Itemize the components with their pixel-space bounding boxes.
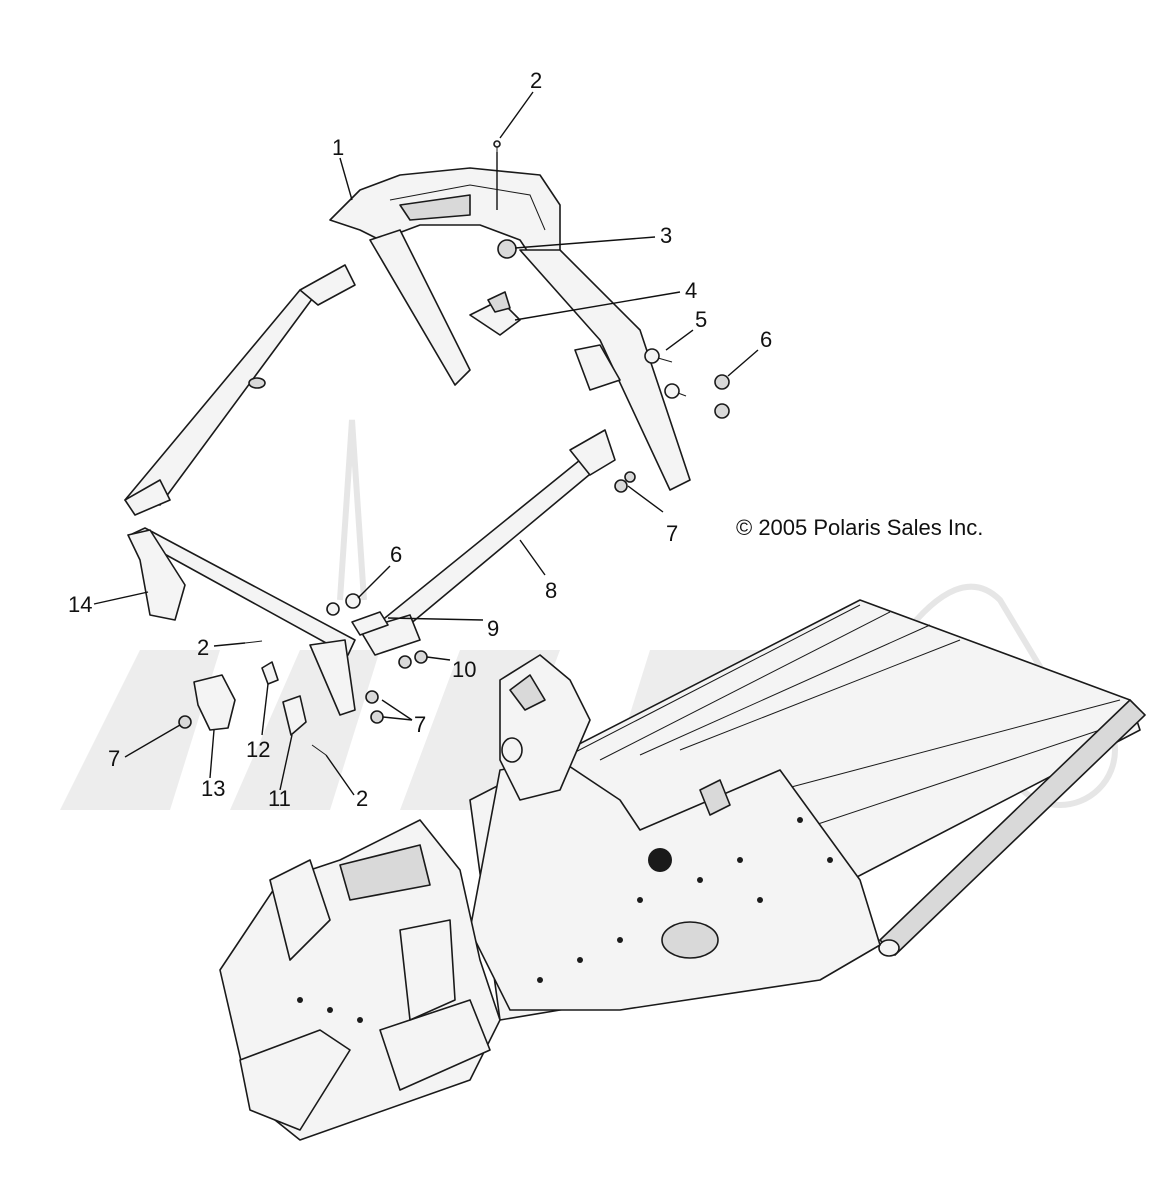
part-1-steering-hoop (329, 167, 691, 491)
callout-2-top: 2 (530, 68, 542, 93)
part-2-pin-top (493, 140, 501, 152)
part-6-washers-mid (326, 593, 361, 616)
part-12-clip (261, 661, 279, 685)
callout-1: 1 (332, 135, 344, 160)
part-2-pin-bottom (311, 744, 327, 756)
callout-8: 8 (545, 578, 557, 603)
callout-labels: 2 1 3 4 5 6 7 8 6 9 10 7 14 2 12 7 13 11… (68, 68, 772, 811)
part-7-bolt-left (178, 715, 192, 729)
callout-12: 12 (246, 737, 270, 762)
part-9-plate (351, 611, 389, 636)
callout-5: 5 (695, 307, 707, 332)
callout-9: 9 (487, 616, 499, 641)
left-brace-tube (124, 264, 356, 516)
part-7-bolts-right (614, 471, 636, 493)
part-11-plate (282, 695, 307, 736)
part-10-bolts (398, 650, 428, 669)
copyright-notice: © 2005 Polaris Sales Inc. (736, 515, 983, 540)
leader-lines (93, 91, 759, 796)
part-8-brace-tube (359, 429, 616, 656)
callout-2-left: 2 (197, 635, 209, 660)
callout-10: 10 (452, 657, 476, 682)
part-4-bracket (469, 291, 521, 336)
callout-2-bottom: 2 (356, 786, 368, 811)
part-6-nuts-right (714, 374, 730, 419)
callout-7-right: 7 (666, 521, 678, 546)
part-14-cross-member (127, 527, 356, 716)
callout-14: 14 (68, 592, 92, 617)
part-5-bolts (644, 348, 687, 399)
callout-4: 4 (685, 278, 697, 303)
callout-3: 3 (660, 223, 672, 248)
callout-7-left: 7 (108, 746, 120, 771)
callout-6-mid: 6 (390, 542, 402, 567)
part-2-pin-left (244, 640, 263, 644)
callout-7-mid: 7 (414, 712, 426, 737)
part-3-knob (497, 239, 517, 259)
callout-13: 13 (201, 776, 225, 801)
chassis-bulkhead (219, 599, 1146, 1141)
part-13-bracket (193, 674, 236, 731)
callout-11: 11 (268, 786, 291, 811)
part-7-bolts-mid (365, 690, 384, 724)
callout-6-right: 6 (760, 327, 772, 352)
